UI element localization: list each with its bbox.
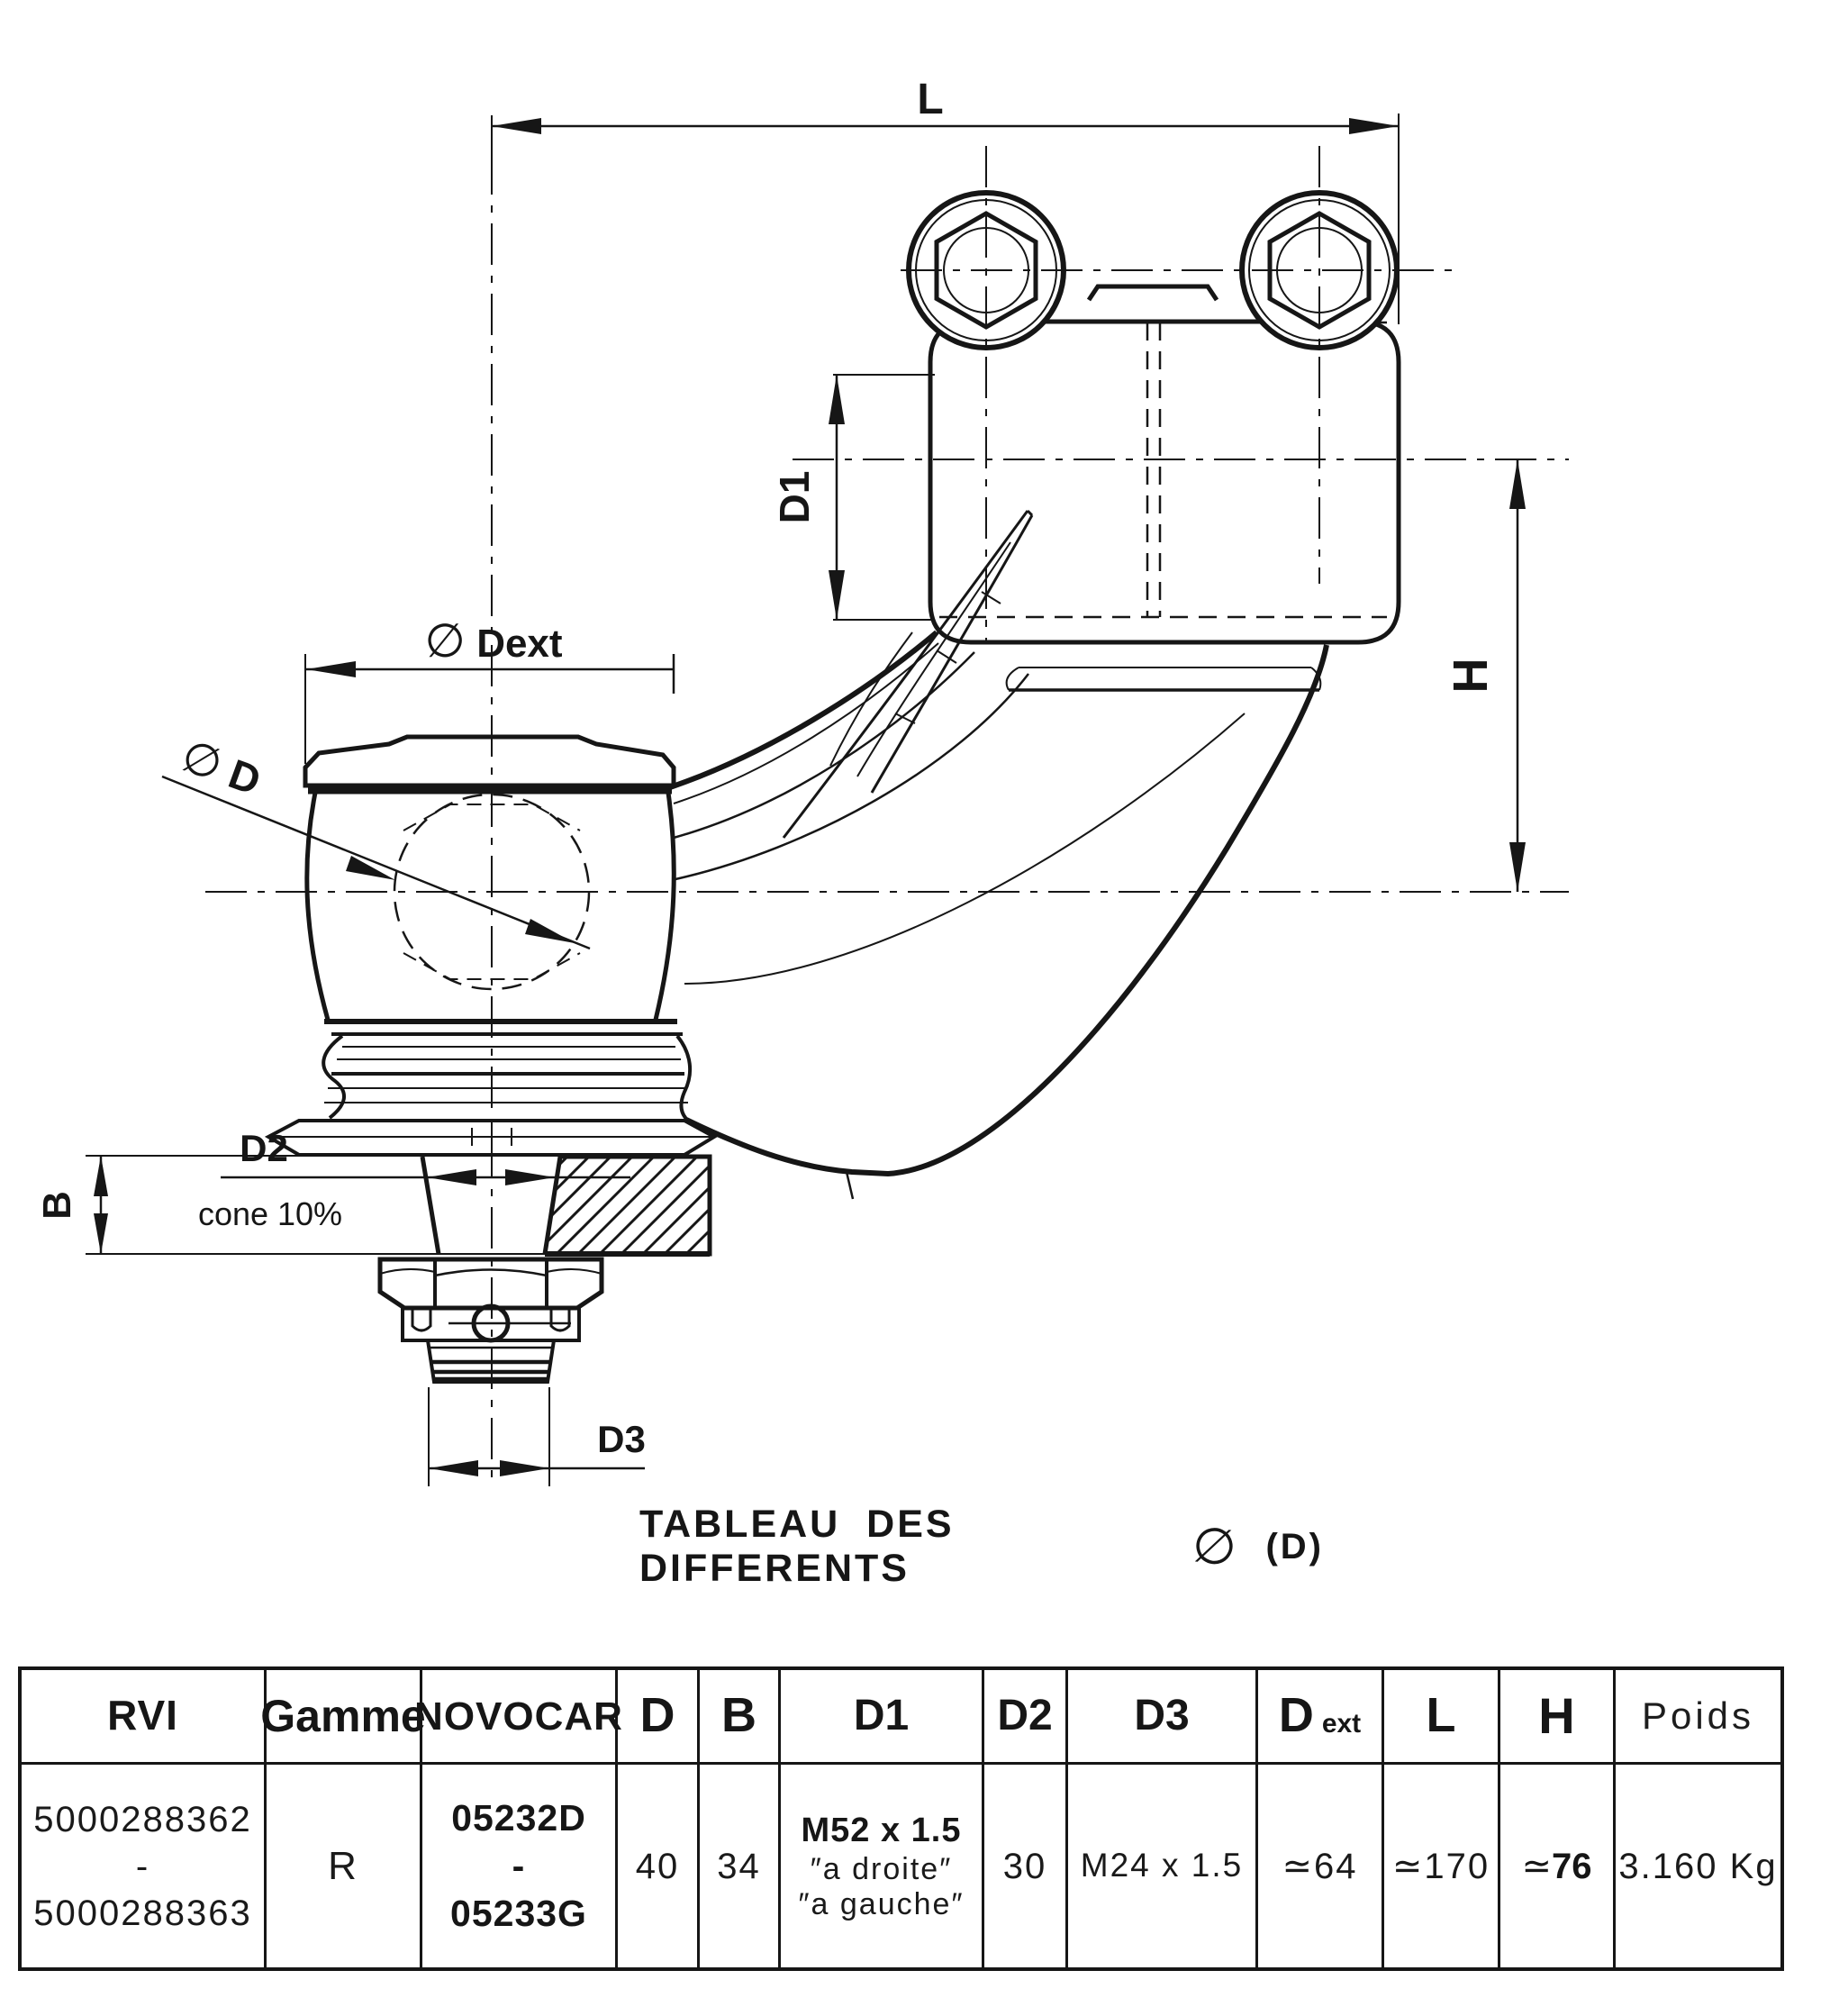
dim-label-D: ∅ D bbox=[175, 730, 267, 804]
dim-D1: D1 bbox=[771, 374, 935, 621]
col-header-d1: D1 bbox=[781, 1670, 984, 1765]
cell-dext: ≃64 bbox=[1258, 1765, 1384, 1967]
dim-L: L bbox=[492, 76, 1400, 324]
col-header-h: H bbox=[1500, 1670, 1616, 1765]
tapered-stud bbox=[420, 1156, 563, 1255]
dim-Dext: ∅ Dext bbox=[304, 615, 675, 764]
ball-housing bbox=[303, 734, 683, 1036]
diameter-symbol: ∅ bbox=[1188, 1514, 1243, 1578]
cone-note: cone 10% bbox=[198, 1195, 342, 1232]
caption-suffix: (D) bbox=[1265, 1526, 1324, 1566]
col-header-b: B bbox=[700, 1670, 781, 1765]
dim-H: H bbox=[1444, 459, 1526, 892]
dim-D2: D2 cone 10% bbox=[198, 1127, 630, 1232]
caption-text: TABLEAU DES DIFFERENTS bbox=[639, 1503, 955, 1590]
col-header-poids: Poids bbox=[1616, 1670, 1780, 1765]
dim-label-D2: D2 bbox=[240, 1127, 288, 1169]
dim-label-D1: D1 bbox=[771, 471, 818, 524]
cell-h: ≃76 bbox=[1500, 1765, 1616, 1967]
clamp-saddle bbox=[1086, 284, 1219, 302]
dim-label-H: H bbox=[1444, 658, 1498, 694]
cell-d1: M52 x 1.5 ″a droite″ ″a gauche″ bbox=[781, 1765, 984, 1967]
dim-label-Dext: ∅ Dext bbox=[424, 615, 562, 667]
cell-b: 34 bbox=[700, 1765, 781, 1967]
col-header-novocar: NOVOCAR bbox=[414, 1670, 622, 1765]
cell-poids: 3.160 Kg bbox=[1618, 1846, 1778, 1886]
cell-gamme: R bbox=[267, 1765, 422, 1967]
cell-rvi: 5000288362 - 5000288363 bbox=[22, 1765, 267, 1967]
nut-crown bbox=[401, 1303, 581, 1343]
col-header-d3: D3 bbox=[1068, 1670, 1258, 1765]
clamp-body bbox=[928, 319, 1401, 692]
diameter-symbol: ∅ bbox=[424, 615, 465, 667]
col-header-d: D bbox=[618, 1670, 700, 1765]
dim-D: ∅ D bbox=[161, 730, 591, 950]
centerlines bbox=[205, 115, 1569, 1485]
cell-novocar: 05232D - 05233G bbox=[422, 1765, 618, 1967]
dim-label-L: L bbox=[917, 76, 943, 123]
col-header-d2: D2 bbox=[984, 1670, 1068, 1765]
cell-d3: M24 x 1.5 bbox=[1068, 1765, 1258, 1967]
threaded-end bbox=[426, 1339, 556, 1384]
cell-l: ≃170 bbox=[1384, 1765, 1500, 1967]
hatch-lines bbox=[545, 1155, 711, 1256]
dim-label-D3: D3 bbox=[597, 1418, 646, 1460]
arm bbox=[669, 630, 1329, 1200]
dim-label-B: B bbox=[35, 1191, 79, 1220]
col-header-l: L bbox=[1384, 1670, 1500, 1765]
cell-d: 40 bbox=[618, 1765, 700, 1967]
diameter-symbol: ∅ bbox=[175, 730, 229, 791]
tie-rod-end-drawing: L D1 H ∅ Dext bbox=[35, 76, 1569, 1486]
col-header-rvi: RVI bbox=[22, 1670, 267, 1765]
col-header-gamme: Gamme bbox=[260, 1670, 426, 1765]
section-hatch-block bbox=[545, 1154, 712, 1257]
cell-d2: 30 bbox=[984, 1765, 1068, 1967]
dim-B: B bbox=[35, 1155, 566, 1255]
table-caption: TABLEAU DES DIFFERENTS ∅ (D) bbox=[639, 1503, 1324, 1591]
dim-D3: D3 bbox=[428, 1387, 646, 1486]
arm-rib bbox=[782, 509, 1034, 839]
